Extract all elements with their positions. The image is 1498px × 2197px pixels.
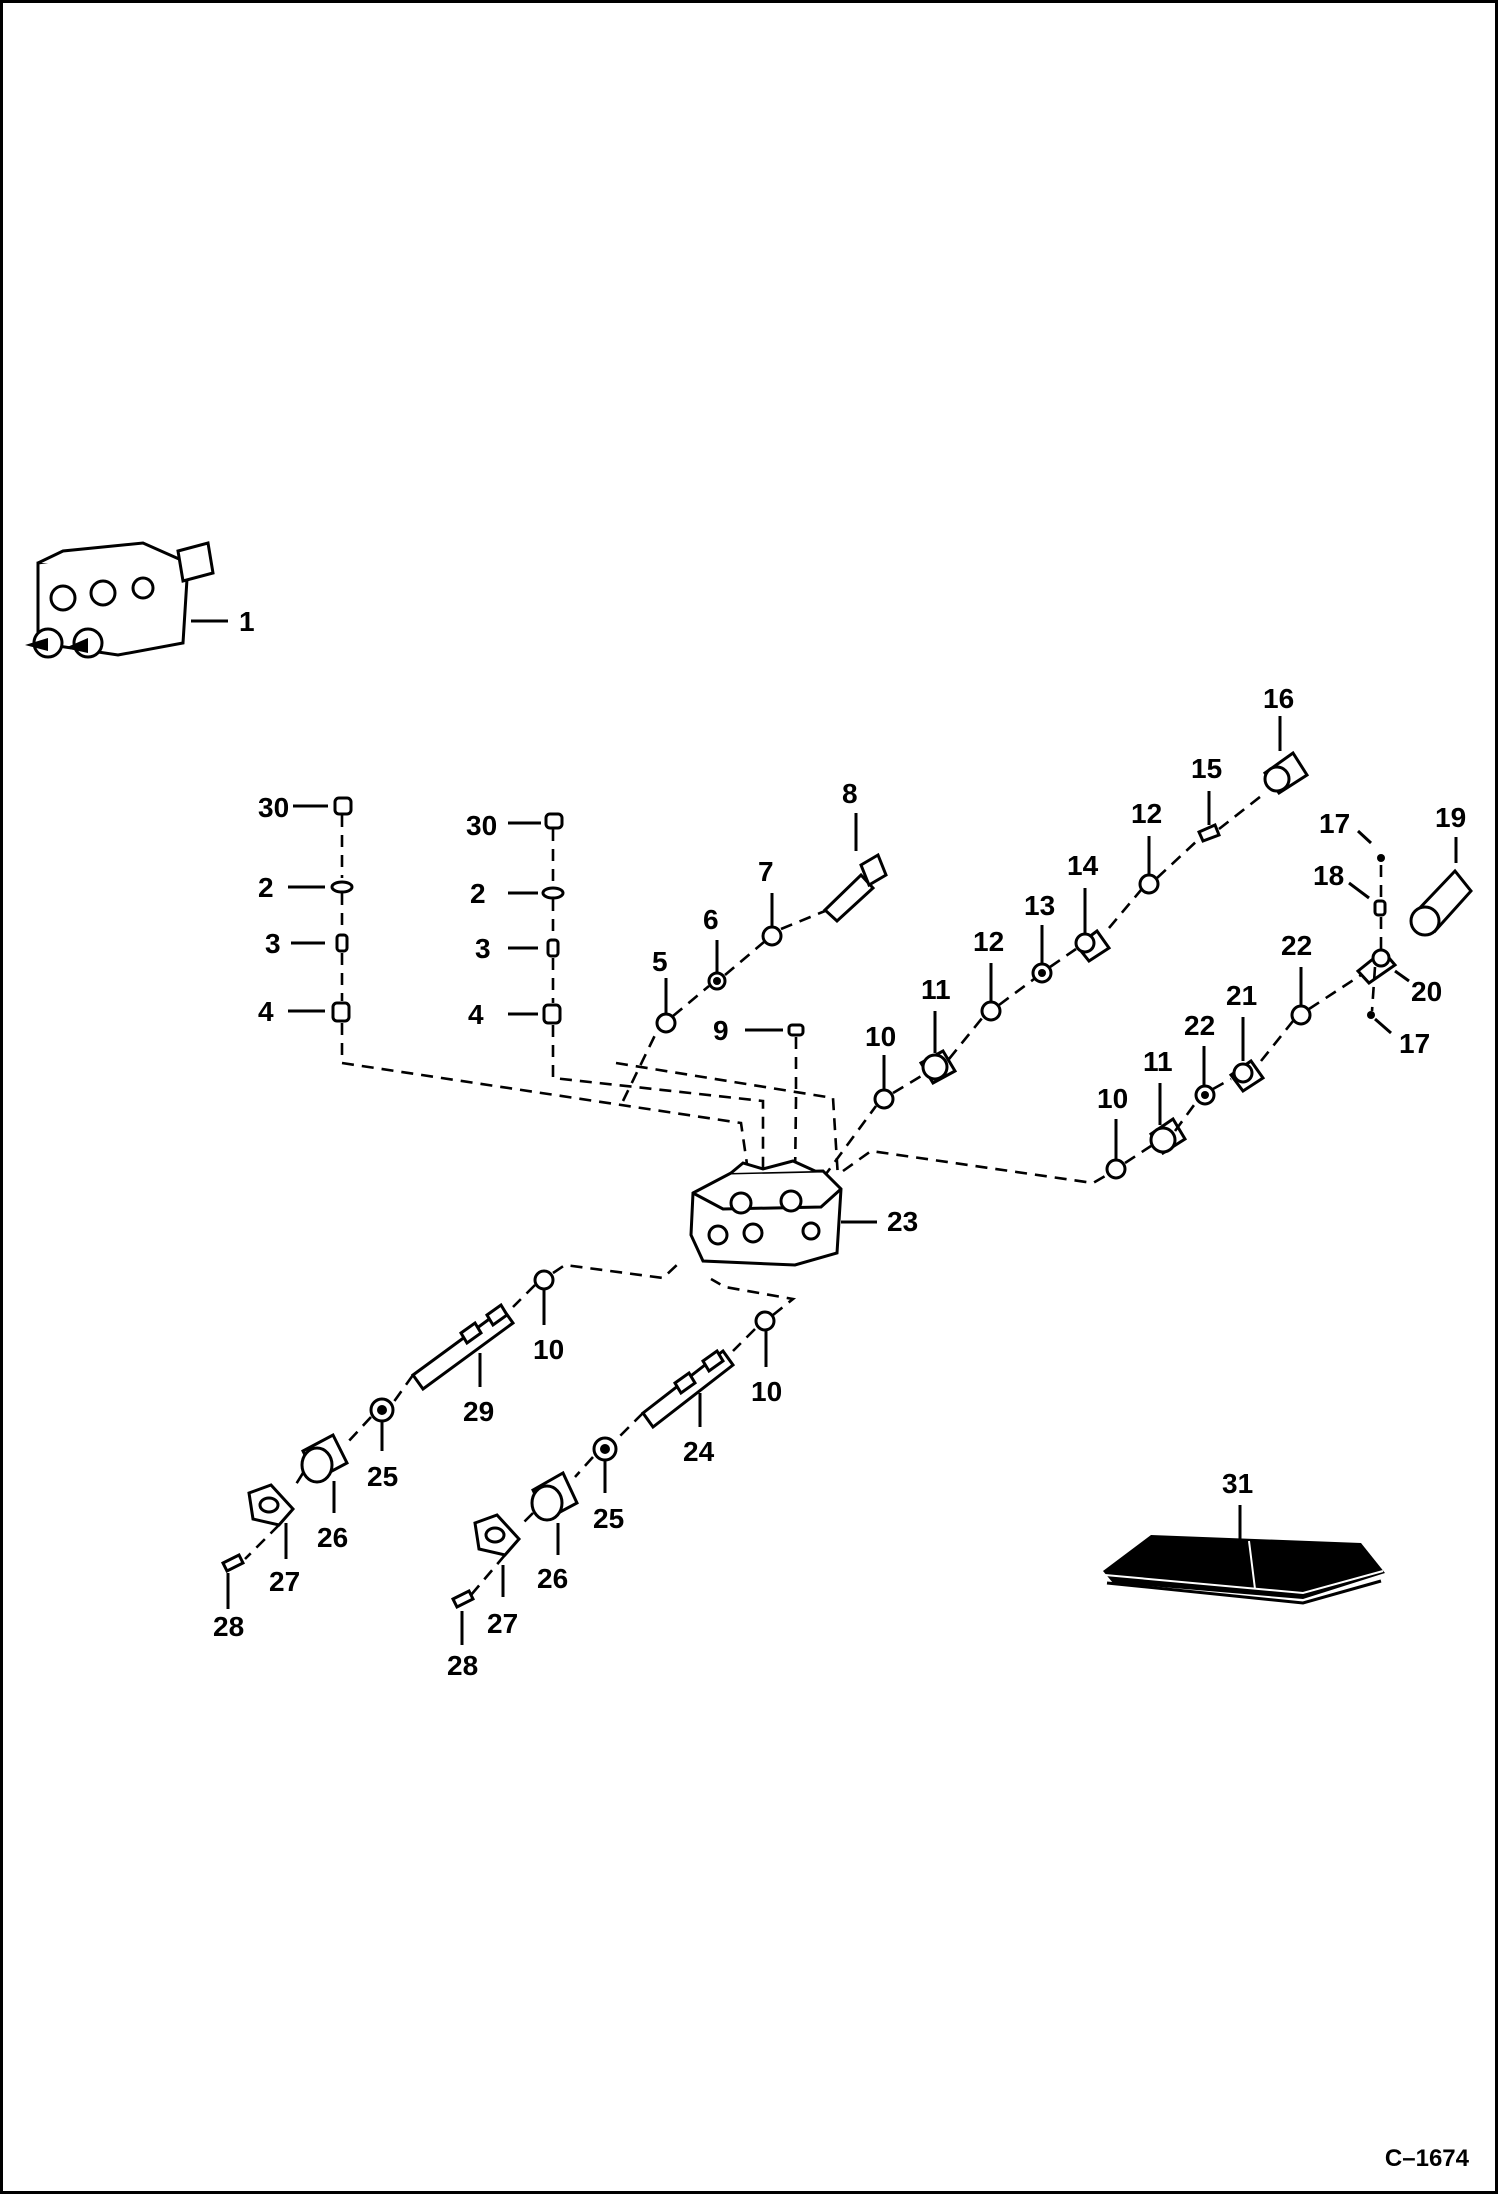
label-21: 21 <box>1226 980 1257 1011</box>
part-stack-middle <box>508 812 765 1178</box>
label-30a: 30 <box>258 792 289 823</box>
part-lower-spool-line <box>842 967 1362 1185</box>
exploded-parts-diagram: 1 30 2 3 4 30 2 3 4 <box>25 541 1473 1681</box>
part-9-plug <box>745 1023 805 1179</box>
label-31: 31 <box>1222 1468 1253 1499</box>
part-right-spool-line <box>450 1277 797 1645</box>
label-17a: 17 <box>1319 808 1350 839</box>
label-15: 15 <box>1191 753 1222 784</box>
part-23-valve-section <box>689 1159 877 1267</box>
label-27a: 27 <box>269 1566 300 1597</box>
label-26b: 26 <box>537 1563 568 1594</box>
figure-code: C–1674 <box>1384 2145 1469 2172</box>
label-30b: 30 <box>466 810 497 841</box>
label-28b: 28 <box>447 1650 478 1681</box>
label-18: 18 <box>1313 860 1344 891</box>
label-23: 23 <box>887 1206 918 1237</box>
label-2a: 2 <box>258 872 274 903</box>
label-11b: 11 <box>1143 1046 1173 1077</box>
label-20: 20 <box>1411 976 1442 1007</box>
label-11a: 11 <box>921 974 951 1005</box>
label-17b: 17 <box>1399 1028 1430 1059</box>
label-24: 24 <box>683 1436 715 1467</box>
label-10a: 10 <box>865 1021 896 1052</box>
label-27b: 27 <box>487 1608 518 1639</box>
label-5: 5 <box>652 946 668 977</box>
label-6: 6 <box>703 904 719 935</box>
label-1: 1 <box>239 606 255 637</box>
label-2b: 2 <box>470 878 486 909</box>
label-12a: 12 <box>973 926 1004 957</box>
part-right-end-assembly <box>1348 829 1473 1035</box>
label-22b: 22 <box>1184 1010 1215 1041</box>
label-22a: 22 <box>1281 930 1312 961</box>
label-29: 29 <box>463 1396 494 1427</box>
label-25a: 25 <box>367 1461 398 1492</box>
label-10c: 10 <box>533 1334 564 1365</box>
part-stack-left <box>288 796 751 1179</box>
label-10b: 10 <box>1097 1083 1128 1114</box>
label-3a: 3 <box>265 928 281 959</box>
part-relief-valve-line <box>615 813 888 1179</box>
label-12b: 12 <box>1131 798 1162 829</box>
part-1-control-valve-assembly <box>25 541 228 659</box>
label-7: 7 <box>758 856 774 887</box>
label-13: 13 <box>1024 890 1055 921</box>
label-26a: 26 <box>317 1522 348 1553</box>
label-9: 9 <box>713 1015 729 1046</box>
label-16: 16 <box>1263 683 1294 714</box>
label-28a: 28 <box>213 1611 244 1642</box>
label-4b: 4 <box>468 999 484 1030</box>
label-14: 14 <box>1067 850 1099 881</box>
part-upper-spool-line <box>821 716 1310 1179</box>
label-10d: 10 <box>751 1376 782 1407</box>
label-4a: 4 <box>258 996 274 1027</box>
label-25b: 25 <box>593 1503 624 1534</box>
label-8: 8 <box>842 778 858 809</box>
label-3b: 3 <box>475 933 491 964</box>
label-19: 19 <box>1435 802 1466 833</box>
part-31-seal-kit <box>1103 1505 1385 1605</box>
part-left-spool-line <box>220 1262 680 1609</box>
